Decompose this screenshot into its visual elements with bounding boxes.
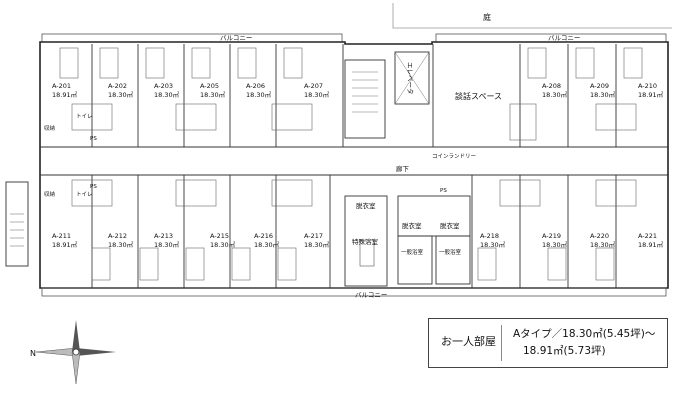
room-area: 18.30㎡: [154, 240, 180, 249]
compass-point-west: [35, 347, 77, 357]
top-room-fixtures: [59, 47, 643, 141]
room-area: 18.30㎡: [542, 240, 568, 249]
balcony-bottom-label: バルコニー: [355, 291, 387, 299]
compass: N: [30, 320, 116, 385]
room-id: A-213: [154, 232, 173, 240]
corridor-label: 廊下: [396, 164, 410, 173]
stairwell: [344, 59, 386, 139]
special-bath-room: [344, 195, 388, 287]
compass-point-south: [71, 351, 81, 385]
special-bath-label: 特殊浴室: [352, 237, 379, 246]
room-area: 18.91㎡: [638, 240, 664, 249]
legend-divider: [501, 325, 502, 361]
toilet-label: トイレ: [76, 192, 93, 198]
room-id: A-211: [52, 232, 71, 240]
room-id: A-215: [210, 232, 229, 240]
room-id: A-201: [52, 82, 71, 90]
changing-label-1: 脱衣室: [356, 201, 376, 210]
garden-outline: [392, 3, 672, 29]
room-area: 18.30㎡: [480, 240, 506, 249]
changing-label-2: 脱衣室: [402, 221, 422, 230]
special-bath-tub: [359, 239, 375, 267]
room-type-legend: お一人部屋 Aタイプ／18.30㎡(5.45坪)〜 18.91㎡(5.73坪): [428, 318, 668, 368]
ps-label: PS: [90, 184, 97, 190]
elevator-shaft: [394, 51, 430, 105]
top-room-labels: A-201 18.91㎡ A-202 18.30㎡ A-203 18.30㎡ A…: [52, 82, 664, 99]
balcony-top-left: [41, 33, 343, 43]
changing-rooms: [397, 195, 471, 237]
room-area: 18.30㎡: [304, 90, 330, 99]
legend-room-label: お一人部屋: [441, 335, 496, 348]
room-id: A-209: [590, 82, 609, 90]
room-area: 18.30㎡: [254, 240, 280, 249]
room-id: A-208: [542, 82, 561, 90]
room-area: 18.30㎡: [246, 90, 272, 99]
building-outline: [39, 41, 669, 289]
room-area: 18.30㎡: [154, 90, 180, 99]
elevator-label: エレベータ: [406, 62, 415, 95]
room-area: 18.30㎡: [210, 240, 236, 249]
general-bath-label-2: 一般浴室: [439, 248, 462, 256]
bottom-partitions: [91, 175, 617, 288]
storage-label: 収納: [44, 124, 56, 132]
ps-label: PS: [440, 188, 447, 194]
room-area: 18.30㎡: [304, 240, 330, 249]
room-area: 18.91㎡: [52, 240, 78, 249]
room-area: 18.30㎡: [108, 240, 134, 249]
room-id: A-219: [542, 232, 561, 240]
compass-point-east: [76, 348, 116, 356]
compass-center: [72, 348, 80, 356]
compass-north-label: N: [30, 349, 36, 358]
room-id: A-205: [200, 82, 219, 90]
elevator-cross-b: [394, 51, 430, 105]
room-id: A-203: [154, 82, 173, 90]
compass-point-north: [72, 320, 80, 352]
garden-label: 庭: [483, 12, 491, 22]
floor-plan: 庭 バルコニー バルコニー バルコニー 廊下: [5, 3, 672, 299]
balcony-top-left-label: バルコニー: [220, 34, 252, 42]
room-area: 18.30㎡: [542, 90, 568, 99]
room-area: 18.91㎡: [52, 90, 78, 99]
room-id: A-216: [254, 232, 273, 240]
general-bath-left: [397, 235, 433, 285]
general-bath-right: [435, 235, 471, 285]
legend-line-1: Aタイプ／18.30㎡(5.45坪)〜: [513, 328, 656, 340]
room-id: A-202: [108, 82, 127, 90]
legend-details: Aタイプ／18.30㎡(5.45坪)〜 18.91㎡(5.73坪): [513, 326, 655, 360]
room-area: 18.30㎡: [200, 90, 226, 99]
exterior-stair-treads: [10, 213, 24, 247]
lounge-label: 談話スペース: [455, 91, 502, 101]
room-id: A-207: [304, 82, 323, 90]
room-area: 18.91㎡: [638, 90, 664, 99]
room-area: 18.30㎡: [590, 240, 616, 249]
room-id: A-212: [108, 232, 127, 240]
room-area: 18.30㎡: [108, 90, 134, 99]
changing-label-3: 脱衣室: [440, 221, 460, 230]
general-bath-label-1: 一般浴室: [401, 248, 424, 256]
storage-label: 収納: [44, 190, 56, 198]
balcony-bottom: [41, 287, 667, 297]
room-id: A-220: [590, 232, 609, 240]
exterior-stair: [5, 181, 29, 267]
bottom-room-fixtures: [71, 179, 637, 281]
legend-line-2: 18.91㎡(5.73坪): [523, 345, 606, 357]
room-area: 18.30㎡: [590, 90, 616, 99]
room-id: A-218: [480, 232, 499, 240]
balcony-top-right-label: バルコニー: [548, 34, 580, 42]
room-id: A-221: [638, 232, 657, 240]
stair-treads: [352, 71, 378, 113]
room-id: A-210: [638, 82, 657, 90]
ps-label: PS: [90, 136, 97, 142]
laundry-label: コインランドリー: [432, 153, 476, 160]
toilet-label: トイレ: [76, 114, 93, 120]
room-id: A-217: [304, 232, 323, 240]
bottom-room-labels: A-211 18.91㎡ A-212 18.30㎡ A-213 18.30㎡ A…: [52, 232, 664, 249]
room-id: A-206: [246, 82, 265, 90]
